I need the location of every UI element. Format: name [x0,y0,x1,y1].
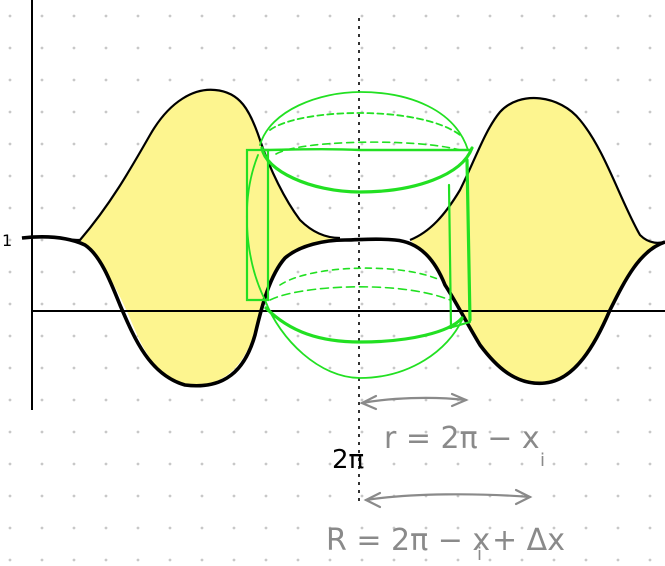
big-r-formula: R = 2π − x [326,523,490,558]
big-r-tail: + Δx [492,523,565,558]
small-r-arrow [360,396,468,405]
solid-of-revolution [245,91,474,379]
y-tick-label-one: 1 [2,231,12,250]
upper-curve-right [409,96,665,244]
big-r-subscript: i [477,544,482,565]
two-pi-label: 2π [332,445,364,475]
lower-curve [21,235,665,388]
big-r-arrow [364,493,532,502]
small-r-subscript: i [540,450,545,471]
radius-arrows [359,392,533,509]
upper-curve [21,88,341,242]
small-r-formula: r = 2π − x [384,421,540,456]
